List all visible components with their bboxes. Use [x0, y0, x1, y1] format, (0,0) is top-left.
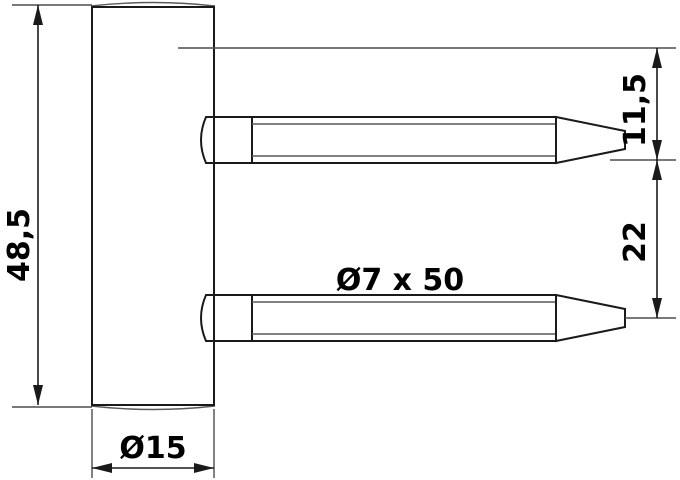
- dimension-top-offset: 11,5: [618, 48, 662, 160]
- dimension-plate-width: Ø15: [92, 431, 214, 473]
- plate-body: [91, 6, 215, 406]
- upper-pin-taper-tip: [555, 115, 626, 165]
- dim-text-plate-width: Ø15: [119, 431, 186, 466]
- arrowhead-right-d15: [194, 463, 214, 473]
- dimension-pin-spacing: 22: [618, 160, 662, 318]
- lower-pin-taper-tip: [555, 293, 626, 343]
- plate-bottom-edge-curve: [90, 405, 216, 411]
- dim-text-pin-spacing: 22: [618, 221, 653, 263]
- arrowhead-up-22: [652, 160, 662, 180]
- arrowhead-up-48-5: [33, 5, 43, 25]
- dim-text-plate-height: 48,5: [2, 208, 37, 282]
- arrowhead-left-d15: [92, 463, 112, 473]
- upper-pin-dome: [200, 116, 215, 164]
- mounting-plate: [90, 1, 216, 411]
- dim-text-top-offset: 11,5: [618, 73, 653, 147]
- extension-lines: [12, 4, 676, 478]
- label-pin-spec: Ø7 x 50: [336, 263, 464, 298]
- lower-pin: [200, 293, 626, 343]
- upper-pin: [200, 115, 626, 165]
- arrowhead-down-48-5: [33, 385, 43, 405]
- dimension-plate-height: 48,5: [2, 5, 43, 405]
- plate-top-edge-curve: [90, 1, 216, 7]
- arrowhead-down-22: [652, 298, 662, 318]
- label-text-pin-spec: Ø7 x 50: [336, 263, 464, 298]
- arrowhead-down-11-5: [652, 140, 662, 160]
- arrowhead-up-11-5: [652, 48, 662, 68]
- lower-pin-dome: [200, 294, 215, 342]
